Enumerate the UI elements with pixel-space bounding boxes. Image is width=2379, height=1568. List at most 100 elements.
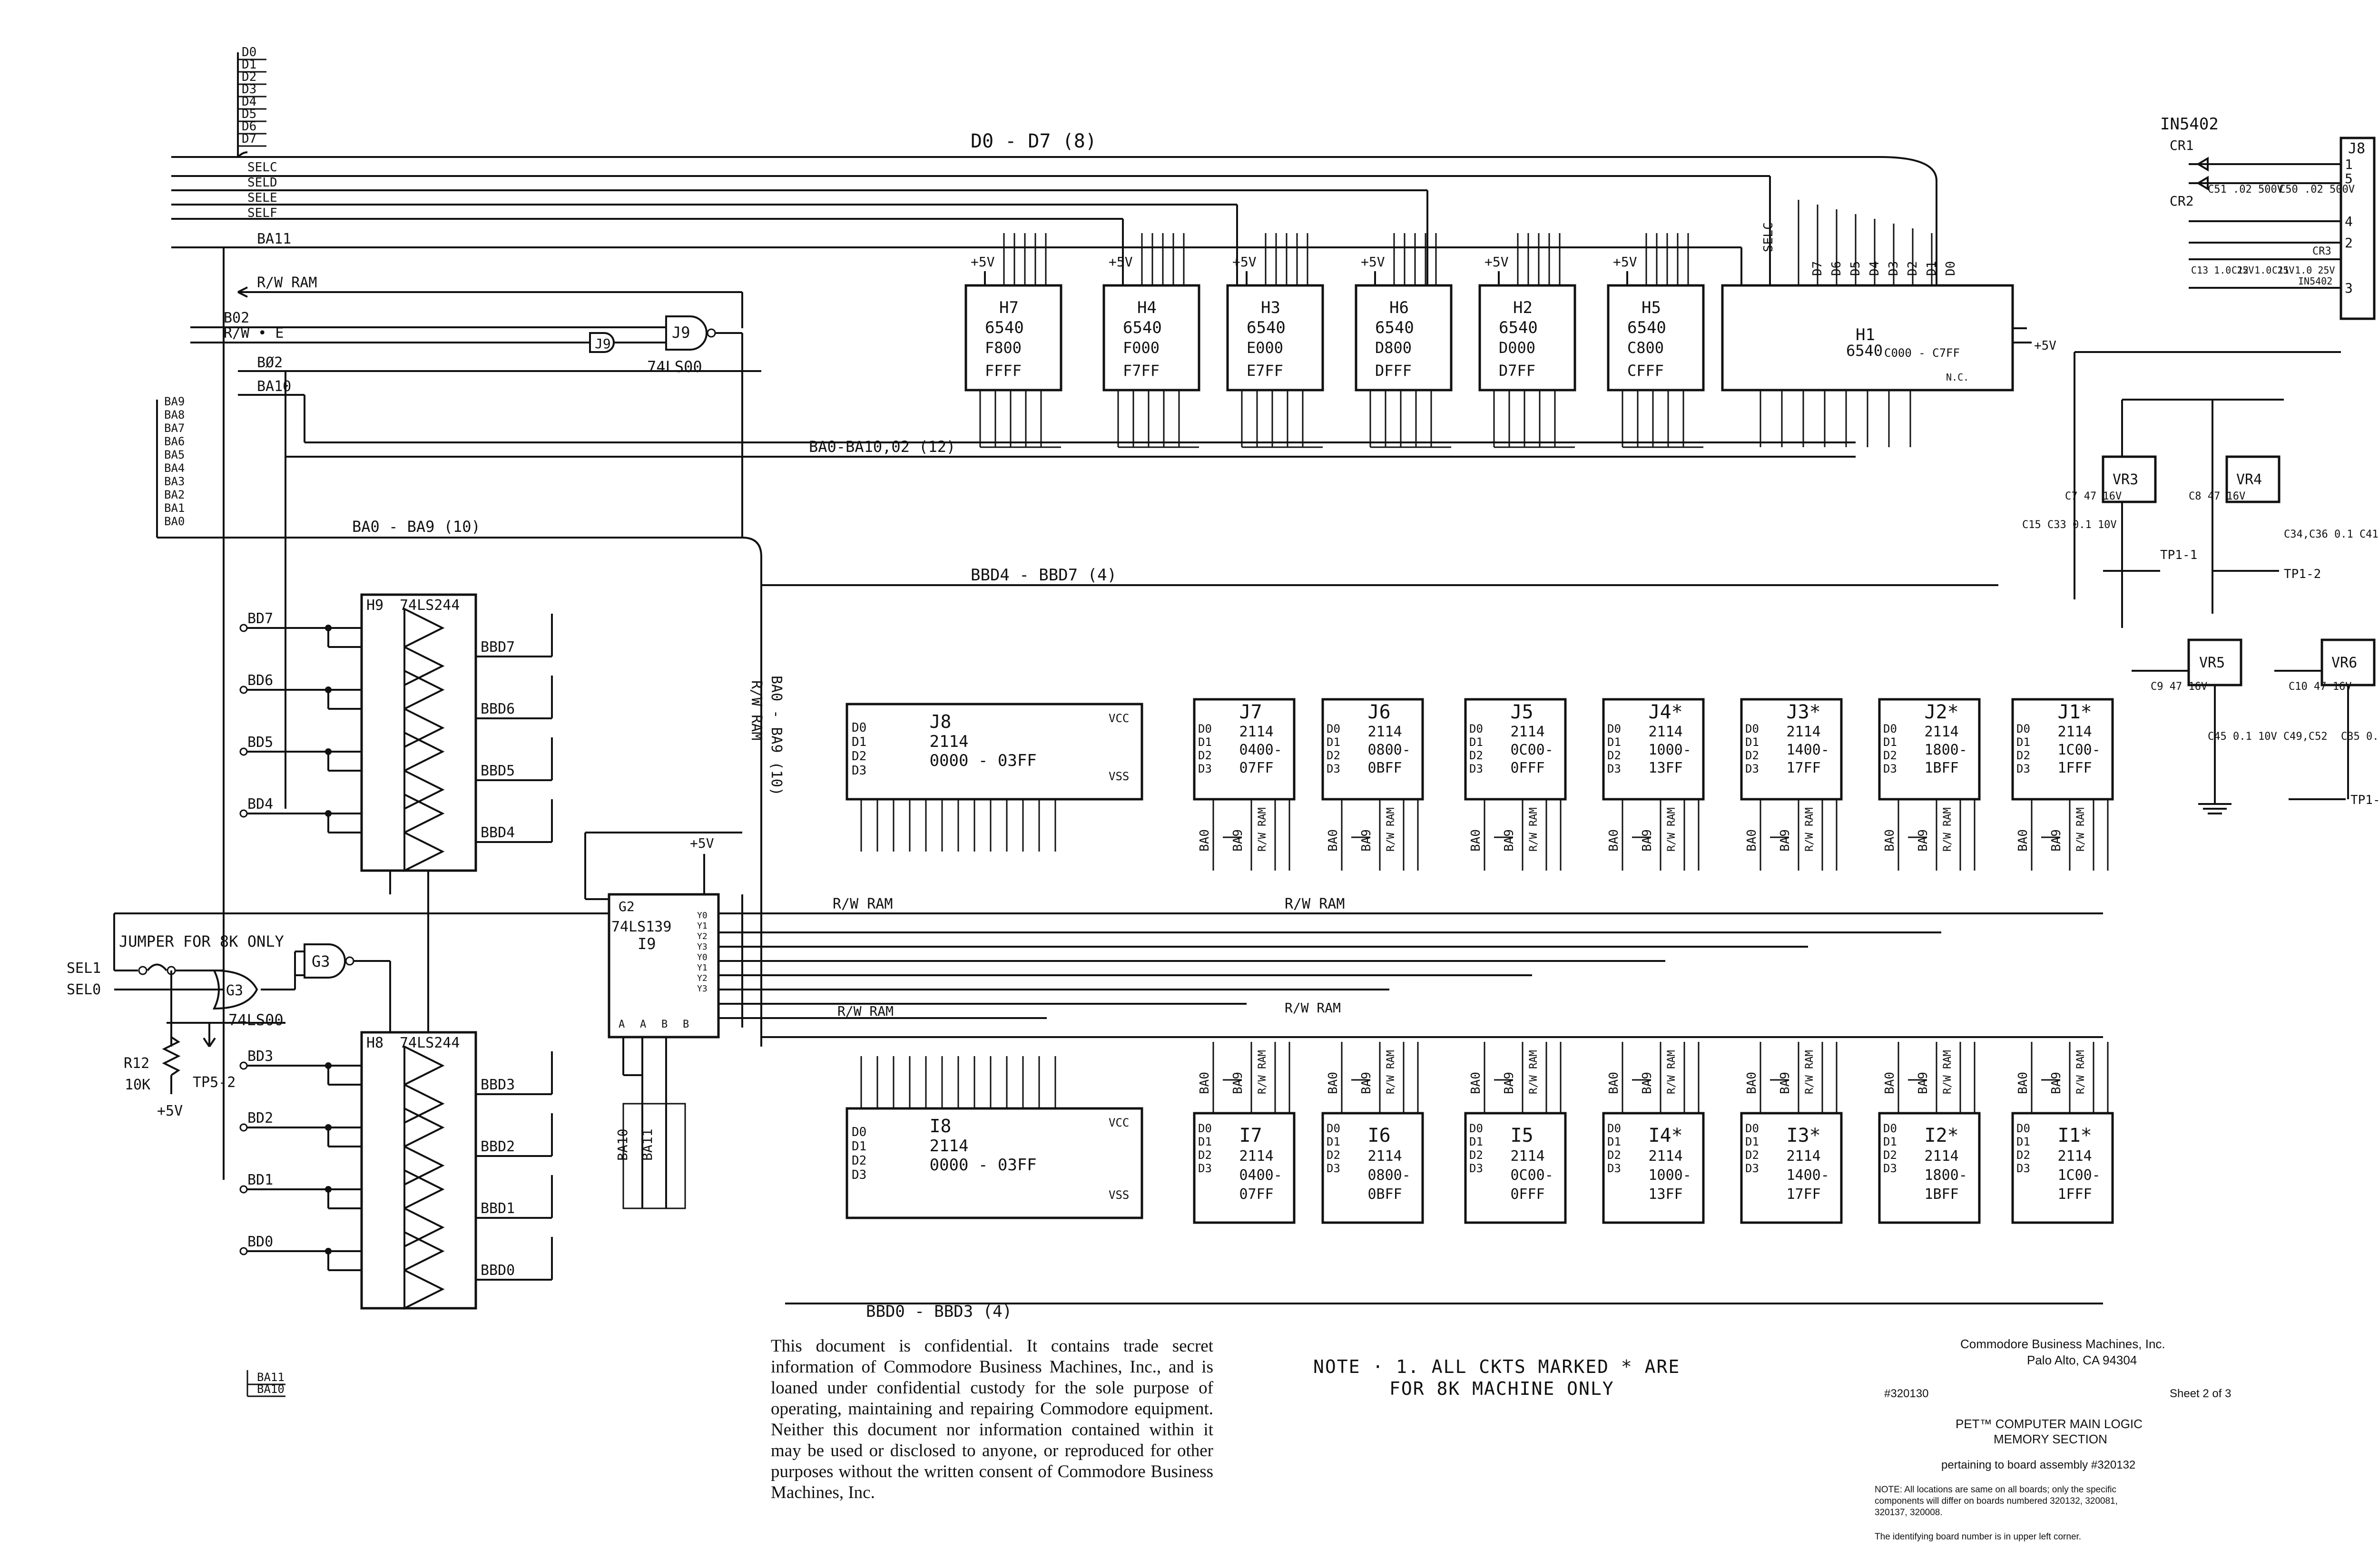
ram-ba9-label: BA9 (2049, 829, 2064, 852)
buffer-output-label: BBD5 (481, 763, 515, 779)
sel-line-label-sele: SELE (247, 191, 277, 205)
ram-data-pin: D3 (1327, 762, 1340, 775)
ram-ba9-label: BA9 (1916, 829, 1930, 852)
decoder-ref: I9 (638, 935, 656, 953)
buffer-triangle (403, 769, 445, 811)
buffer-input-port (239, 1185, 248, 1194)
rom-end: E7FF (1247, 362, 1283, 380)
ram-end: 13FF (1649, 760, 1683, 776)
ram-data-pin: D2 (1745, 1148, 1759, 1162)
buffer-triangle (403, 1045, 445, 1087)
rom-h1-ref: H1 (1856, 325, 1875, 344)
ram-ref: I7 (1239, 1125, 1262, 1147)
ram-part: 2114 (1925, 1148, 1959, 1165)
buffer-triangle (403, 731, 445, 773)
power-cap-c12: C12 1.0 25V (2232, 265, 2294, 276)
buffer-triangle (403, 1145, 445, 1186)
power-cap-c50: C50 .02 500V (2279, 184, 2355, 196)
decoder-gate: G2 (619, 899, 635, 914)
power-cap-c13: C13 1.0 25V (2191, 265, 2254, 276)
bus-label-ba0-ba10: BA0-BA10,02 (12) (809, 438, 955, 456)
ram-body (2011, 1112, 2114, 1224)
addr-label-ba4: BA4 (164, 461, 185, 475)
ram-data-pin: D1 (1327, 735, 1340, 749)
rom-h1-range: C000 - C7FF (1884, 346, 1960, 360)
jumper-section: JUMPER FOR 8K ONLY SEL1 SEL0 R12 10K +5V… (67, 871, 609, 1119)
rom-end: FFFF (985, 362, 1022, 380)
addr-label-ba5: BA5 (164, 448, 185, 461)
ram-ref: I4* (1649, 1125, 1683, 1147)
ram-body (1193, 1112, 1296, 1224)
power-j8: J8 (2348, 140, 2365, 157)
rom-body (1226, 284, 1324, 392)
rom-start: C800 (1627, 339, 1664, 357)
ram-ba0-label: BA0 (1469, 1072, 1483, 1094)
vert-label-ba0-ba9: BA0 - BA9 (10) (768, 676, 785, 796)
power-diode-label-2: IN5402 (2298, 275, 2332, 287)
ram-ba0-label: BA0 (1326, 1072, 1340, 1094)
ram-data-pin: D2 (1883, 1148, 1897, 1162)
power-section: IN5402 CR1 CR2 J8 1 5 4 2 3 C51 .02 500V… (2022, 115, 2379, 814)
left-label-ba11: BA11 (257, 231, 291, 247)
addr-label-ba6: BA6 (164, 435, 185, 448)
ram-start: 1000- (1649, 742, 1691, 758)
ram-rw-label: R/W RAM (1666, 807, 1678, 852)
ram-part: 2114 (1239, 724, 1274, 740)
rom-plus5: +5V (1232, 254, 1257, 270)
ram-part: 2114 (1649, 724, 1683, 740)
addr-label-ba2: BA2 (164, 488, 185, 501)
buffer-triangle (403, 1107, 445, 1148)
power-cr1: CR1 (2170, 137, 2194, 153)
ram-ref: J7 (1239, 701, 1262, 723)
ram-data-pin: D0 (1607, 722, 1621, 735)
buffer-triangle (403, 1168, 445, 1210)
tb-title1: PET™ COMPUTER MAIN LOGIC (1956, 1417, 2143, 1431)
ram-ref: J6 (1368, 701, 1391, 723)
rom-end: CFFF (1627, 362, 1664, 380)
ram-ba0-label: BA0 (1607, 1072, 1621, 1094)
gate-j9-left: J9 (595, 336, 611, 352)
ram-data-pin: D0 (2016, 722, 2030, 735)
rom-ref: H5 (1642, 298, 1661, 317)
junction-dot (325, 1062, 332, 1069)
buffer-input-port (239, 1247, 248, 1255)
ram-ba0-label: BA0 (2016, 829, 2030, 852)
ram-data-pin: D0 (1327, 722, 1340, 735)
tb-address: Palo Alto, CA 94304 (2027, 1353, 2137, 1367)
rw-ram-upper-label: R/W RAM (833, 896, 893, 912)
ram-data-pin: D1 (1883, 735, 1897, 749)
ram-data-pin: D2 (1327, 749, 1340, 762)
junction-dot (325, 1124, 332, 1131)
gate-j9-right: J9 (672, 323, 690, 342)
buffer-output-label: BBD3 (481, 1077, 515, 1093)
addr-label-ba7: BA7 (164, 421, 185, 435)
rom-plus5: +5V (1484, 254, 1509, 270)
ram-range: 0000 - 03FF (930, 751, 1037, 770)
buffer-input-label: BD7 (247, 610, 273, 627)
rw-gate-section: R/W RAM B02 R/W • E J9 J9 74LS00 BØ2 BA1… (190, 274, 1856, 458)
ram-ba9-label: BA9 (1502, 1072, 1516, 1094)
ram-data-pin: D1 (1745, 735, 1759, 749)
ram-rw-label: R/W RAM (1257, 807, 1268, 852)
buffer-h8-ref: H8 (366, 1035, 383, 1051)
buffer-output-label: BBD7 (481, 639, 515, 656)
tb-title2: MEMORY SECTION (1994, 1432, 2107, 1446)
rom-part: 6540 (1375, 318, 1414, 337)
buffer-input-port (239, 1061, 248, 1070)
buffer-io-lines: BD7BBD7BD6BBD6BD5BBD5BD4BBD4BD3BBD3BD2BB… (239, 607, 553, 1310)
rom-chips: H76540F800FFFF+5VH46540F000F7FF+5VH36540… (964, 233, 1705, 448)
note-line-2: FOR 8K MACHINE ONLY (1389, 1378, 1614, 1399)
ram-data-pin: D2 (852, 749, 866, 764)
ram-data-pin: D2 (1198, 749, 1212, 762)
ram-end: 1FFF (2058, 1186, 2092, 1203)
ram-data-pin: D0 (1883, 722, 1897, 735)
ram-data-pin: D0 (852, 1125, 866, 1139)
junction-dot (325, 748, 332, 755)
ram-start: 1800- (1925, 742, 1967, 758)
